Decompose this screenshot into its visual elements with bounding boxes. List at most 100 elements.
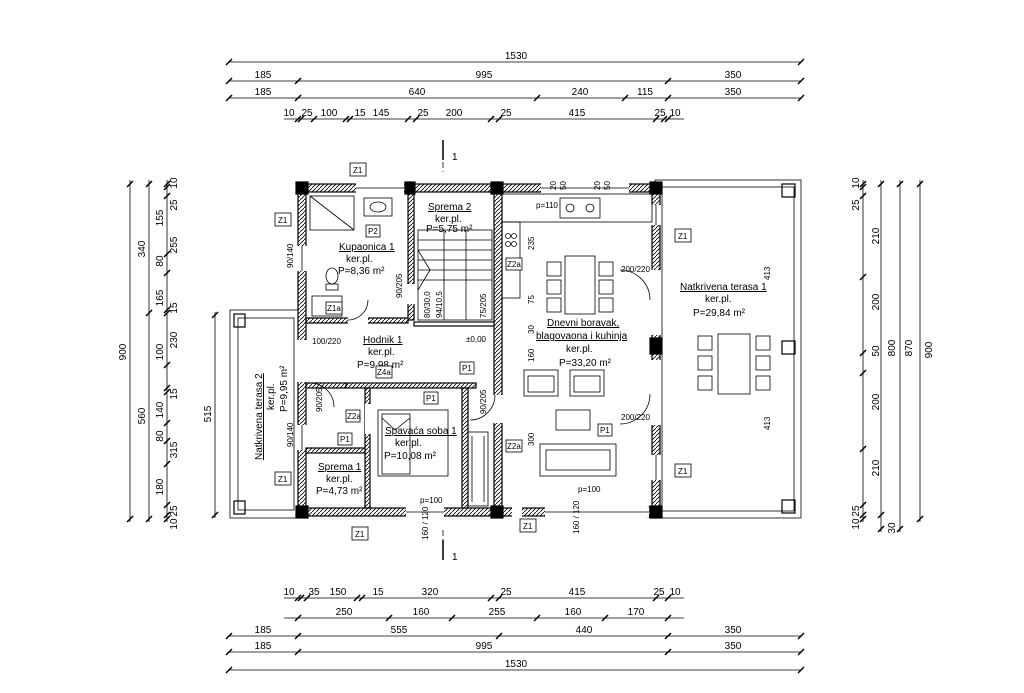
dim-top-r4-9: 25 xyxy=(654,108,666,119)
dim-bot-r1-8: 10 xyxy=(669,587,681,598)
room-dnevni-name2: blagovaona i kuhinja xyxy=(536,331,628,342)
note-door-bath: 90/205 xyxy=(395,273,404,298)
mark-z1-right1: Z1 xyxy=(678,232,688,241)
room-spavaca-name: Spavaća soba 1 xyxy=(385,426,457,437)
dim-bot-r1-4: 320 xyxy=(422,587,439,598)
dim-bot-r3-2: 440 xyxy=(576,625,593,636)
note-level: ±0,00 xyxy=(466,335,487,344)
section-line: 1 1 xyxy=(442,140,458,563)
dim-right-c4-0: 900 xyxy=(924,341,935,358)
note-v30: 30 xyxy=(527,325,536,334)
mark-z2a-2: Z2a xyxy=(507,442,521,451)
mark-p1-hall: P1 xyxy=(462,364,472,373)
dim-top-r4-10: 10 xyxy=(669,108,681,119)
room-dnevni-floor: ker.pl. xyxy=(566,344,593,355)
note-stair-1: 80/30,0 xyxy=(423,291,432,318)
dim-bot-r3-1: 555 xyxy=(391,625,408,636)
dim-bot-r2-2: 255 xyxy=(489,607,506,618)
note-v50-2: 50 xyxy=(603,181,612,190)
mark-p1-storage: P1 xyxy=(340,435,350,444)
dim-top-r3-2: 240 xyxy=(572,87,589,98)
dim-left-c3-5: 165 xyxy=(155,289,166,306)
dim-top-r4-5: 25 xyxy=(417,108,429,119)
room-spavaca-floor: ker.pl. xyxy=(395,438,422,449)
room-dnevni-area: P=33,20 m² xyxy=(559,358,612,369)
bottom-dimensions: 10 35 150 15 320 25 415 25 10 250 160 25… xyxy=(225,587,805,674)
room-terasa1-area: P=29,84 m² xyxy=(693,308,746,319)
note-win-stor1: 90/140 xyxy=(286,422,295,447)
marks: Z1 Z1 Z1 Z1 Z1 Z1 Z1 P2 P1 P1 P1 P1 Z1a … xyxy=(274,162,692,541)
note-v235: 235 xyxy=(527,236,536,250)
mark-p1-bed: P1 xyxy=(426,394,436,403)
room-terasa2-name: Natkrivena terasa 2 xyxy=(254,373,265,460)
note-v20-1: 20 xyxy=(549,181,558,190)
room-spavaca-area: P=10,08 m² xyxy=(384,451,437,462)
room-terasa2-area: P=9,95 m² xyxy=(279,365,290,412)
dim-bot-r5-0: 1530 xyxy=(505,659,528,670)
room-terasa1-floor: ker.pl. xyxy=(705,294,732,305)
room-kupaonica-name: Kupaonica 1 xyxy=(339,242,395,253)
dim-top-r3-3: 115 xyxy=(637,87,653,98)
note-door-liv2: 200/220 xyxy=(621,413,650,422)
room-sprema2-area: P=5,75 m² xyxy=(426,224,473,235)
dim-left-c2-1: 560 xyxy=(137,407,148,424)
terrace-outlines xyxy=(229,179,802,519)
dim-bot-r3-0: 185 xyxy=(255,625,272,636)
dim-right-c1-2: 210 xyxy=(871,227,882,244)
dim-bot-r4-1: 995 xyxy=(476,641,493,652)
room-sprema1-name: Sprema 1 xyxy=(318,462,362,473)
section-label-bottom: 1 xyxy=(452,552,458,563)
dim-top-r4-4: 145 xyxy=(373,108,390,119)
room-hodnik-floor: ker.pl. xyxy=(368,347,395,358)
dim-right-c1-7: 25 xyxy=(851,505,862,517)
note-stair-2: 94/10,5 xyxy=(435,291,444,318)
dim-top-r3-1: 640 xyxy=(409,87,426,98)
dim-bot-r1-3: 15 xyxy=(372,587,384,598)
room-hodnik-area: P=9,98 m² xyxy=(357,360,404,371)
dim-left-c3-15: 10 xyxy=(169,518,180,530)
mark-z1-bot1: Z1 xyxy=(355,530,365,539)
note-p100-bed: p=100 xyxy=(420,496,443,505)
mark-z1-bot2: Z1 xyxy=(523,522,533,531)
dim-top-r3-0: 185 xyxy=(255,87,272,98)
dim-bot-r2-3: 160 xyxy=(565,607,582,618)
dim-bot-r4-2: 350 xyxy=(725,641,742,652)
dim-left-c3-10: 140 xyxy=(155,401,166,418)
dim-left-c3-1: 25 xyxy=(169,199,180,211)
dim-left-c3-9: 15 xyxy=(169,388,180,400)
dim-left-c3-7: 230 xyxy=(169,331,180,348)
room-labels: Kupaonica 1 ker.pl. P=8,36 m² Sprema 2 k… xyxy=(254,202,767,497)
dim-bot-r1-6: 415 xyxy=(569,587,586,598)
note-v20-2: 20 xyxy=(593,181,602,190)
note-v300: 300 xyxy=(527,432,536,446)
mark-z1-left1: Z1 xyxy=(278,216,288,225)
note-v413-1: 413 xyxy=(763,266,772,280)
room-sprema2-floor: ker.pl. xyxy=(435,214,462,225)
mark-z2a-3: Z2a xyxy=(347,412,361,421)
room-sprema2-name: Sprema 2 xyxy=(428,202,472,213)
dim-bot-r2-1: 160 xyxy=(413,607,430,618)
note-p110: p=110 xyxy=(536,201,558,210)
dim-left-c3-11: 80 xyxy=(155,430,166,442)
room-kupaonica-area: P=8,36 m² xyxy=(338,266,385,277)
mark-z1a: Z1a xyxy=(327,304,341,313)
fixtures xyxy=(309,193,771,507)
dim-right-c1-3: 200 xyxy=(871,293,882,310)
note-p100-living: p=100 xyxy=(578,485,601,494)
dim-top-r4-2: 100 xyxy=(321,108,338,119)
note-win-bot1: 160 / 120 xyxy=(421,506,430,540)
dim-left-c3-8: 100 xyxy=(155,343,166,360)
mark-z2a-1: Z2a xyxy=(507,260,521,269)
dim-top-r3-4: 350 xyxy=(725,87,742,98)
note-door-stor2: 75/205 xyxy=(479,293,488,318)
dim-left-c3-14: 25 xyxy=(169,505,180,517)
dim-left-c3-12: 315 xyxy=(169,441,180,458)
dim-bot-r1-1: 35 xyxy=(308,587,320,598)
dim-left-c3-3: 255 xyxy=(169,236,180,253)
dim-bot-r4-0: 185 xyxy=(255,641,272,652)
dim-top-r2-1: 995 xyxy=(476,70,493,81)
dim-right-c1-1: 25 xyxy=(851,199,862,211)
dim-bot-r3-3: 350 xyxy=(725,625,742,636)
room-hodnik-name: Hodnik 1 xyxy=(363,335,403,346)
dim-top-r4-1: 25 xyxy=(301,108,313,119)
